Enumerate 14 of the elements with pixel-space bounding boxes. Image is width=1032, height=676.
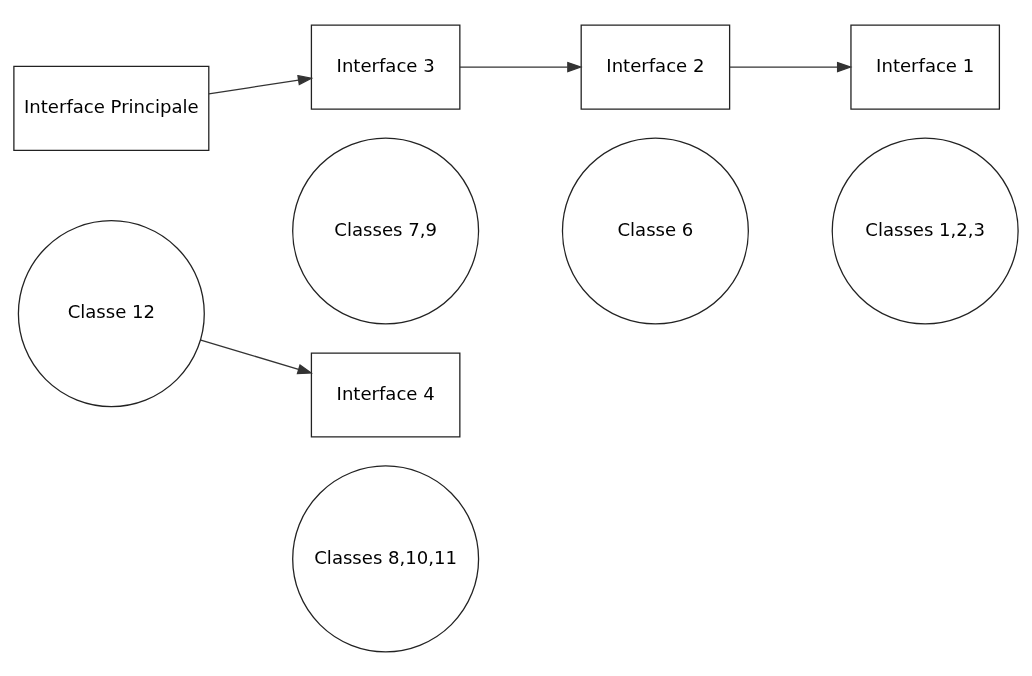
node-circle: Classe 12 [17,219,205,407]
node-box: Interface 4 [310,351,461,438]
node-circle: Classes 7,9 [292,136,480,325]
node-circle: Classes 8,10,11 [292,464,480,652]
node-box: Interface Principale [13,65,210,151]
node-box: Interface 2 [580,24,731,110]
arrow [729,61,853,73]
arrow [200,338,313,374]
node-box: Interface 3 [310,24,461,110]
node-circle: Classe 6 [561,136,749,325]
arrow [459,61,583,73]
node-box: Interface 1 [850,24,1001,110]
arrow [208,74,314,94]
node-circle: Classes 1,2,3 [831,136,1019,325]
